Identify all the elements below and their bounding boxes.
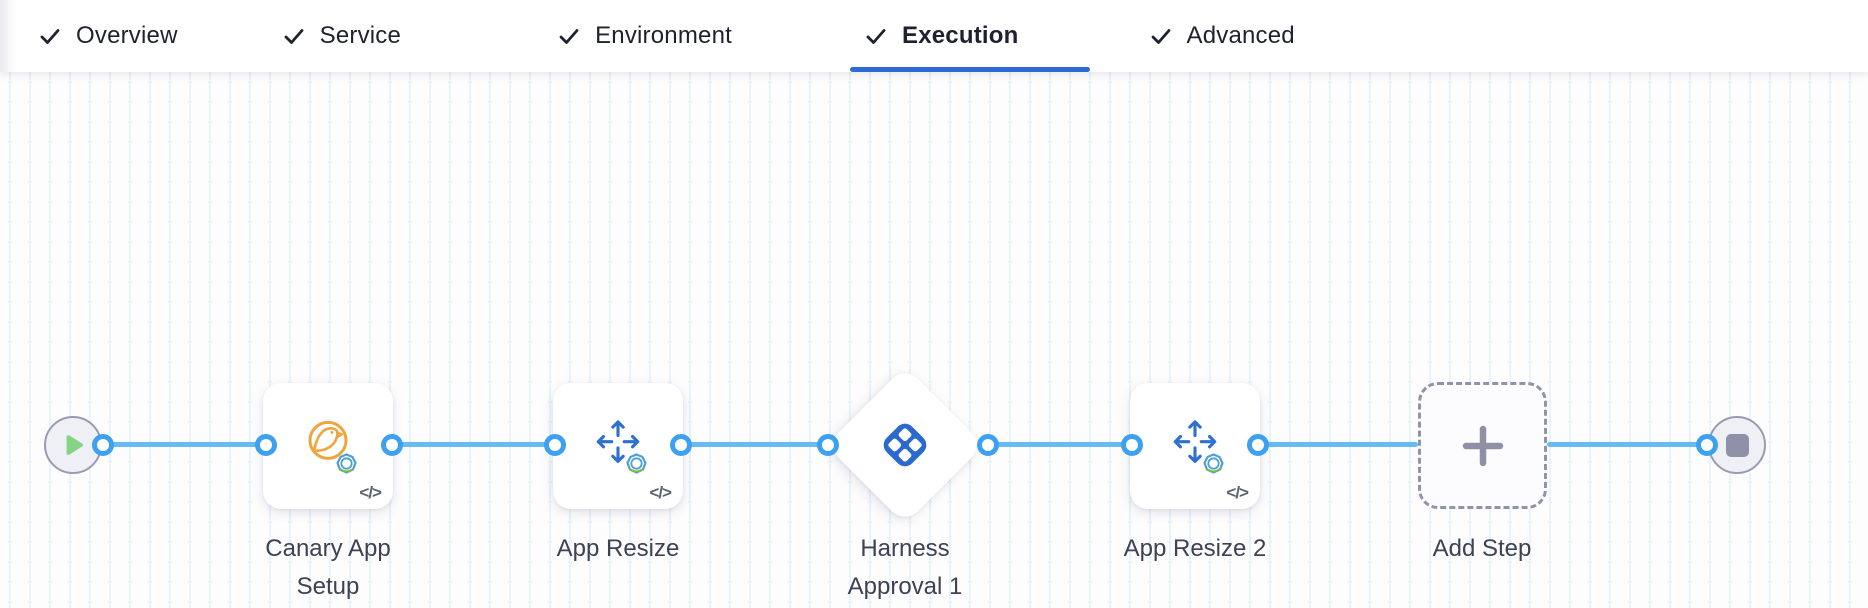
edge bbox=[392, 442, 555, 447]
code-badge[interactable]: </> bbox=[359, 483, 382, 502]
tab-service[interactable]: Service bbox=[282, 22, 401, 50]
port[interactable] bbox=[1247, 434, 1269, 456]
play-icon bbox=[66, 435, 83, 455]
edge bbox=[1258, 442, 1418, 447]
check-icon bbox=[284, 29, 304, 44]
gear-icon bbox=[1203, 453, 1224, 474]
code-badge[interactable]: </> bbox=[1226, 483, 1249, 502]
step-node-canary-app-setup[interactable]: </> bbox=[263, 383, 393, 509]
edge bbox=[681, 442, 828, 447]
check-icon bbox=[1151, 29, 1170, 44]
stop-icon bbox=[1725, 433, 1749, 457]
step-label: App Resize bbox=[556, 535, 680, 562]
check-icon bbox=[866, 29, 886, 44]
tab-label: Execution bbox=[902, 22, 1019, 49]
check-icon bbox=[40, 29, 60, 44]
tab-label: Service bbox=[319, 22, 402, 49]
harness-approval-icon bbox=[883, 423, 927, 467]
port[interactable] bbox=[817, 434, 839, 456]
port[interactable] bbox=[544, 434, 566, 456]
move-arrows-icon bbox=[596, 420, 640, 463]
check-icon bbox=[559, 29, 579, 44]
step-label: Canary App Setup bbox=[265, 535, 391, 600]
code-badge[interactable]: </> bbox=[649, 483, 672, 502]
tab-label: Environment bbox=[595, 22, 732, 49]
step-node-app-resize[interactable]: </> bbox=[553, 383, 683, 509]
port[interactable] bbox=[255, 434, 277, 456]
tab-advanced[interactable]: Advanced bbox=[1149, 22, 1295, 50]
tab-execution[interactable]: Execution bbox=[864, 22, 1019, 50]
port[interactable] bbox=[1696, 434, 1718, 456]
canary-icon bbox=[308, 420, 348, 460]
edge bbox=[988, 442, 1132, 447]
edge bbox=[1547, 442, 1707, 447]
gear-icon bbox=[336, 453, 357, 474]
port[interactable] bbox=[1121, 434, 1143, 456]
tab-label: Advanced bbox=[1186, 22, 1295, 49]
port[interactable] bbox=[381, 434, 403, 456]
tab-label: Overview bbox=[76, 22, 178, 49]
plus-icon bbox=[1462, 425, 1503, 466]
step-label: Add Step bbox=[1432, 535, 1532, 562]
gear-icon bbox=[626, 453, 647, 474]
port[interactable] bbox=[92, 434, 114, 456]
edge bbox=[103, 442, 266, 447]
add-step-button[interactable] bbox=[1418, 382, 1547, 509]
move-arrows-icon bbox=[1173, 420, 1217, 463]
step-label: Harness Approval 1 bbox=[847, 535, 963, 600]
step-label: App Resize 2 bbox=[1123, 535, 1267, 562]
tab-overview[interactable]: Overview bbox=[38, 22, 178, 50]
port[interactable] bbox=[670, 434, 692, 456]
active-tab-underline bbox=[850, 67, 1090, 72]
port[interactable] bbox=[977, 434, 999, 456]
stage-config-tabbar: Overview Service Environment Execution A… bbox=[0, 0, 1868, 72]
pipeline-canvas[interactable]: </> </> bbox=[0, 72, 1868, 608]
tab-environment[interactable]: Environment bbox=[557, 22, 732, 50]
step-node-app-resize-2[interactable]: </> bbox=[1130, 383, 1260, 509]
